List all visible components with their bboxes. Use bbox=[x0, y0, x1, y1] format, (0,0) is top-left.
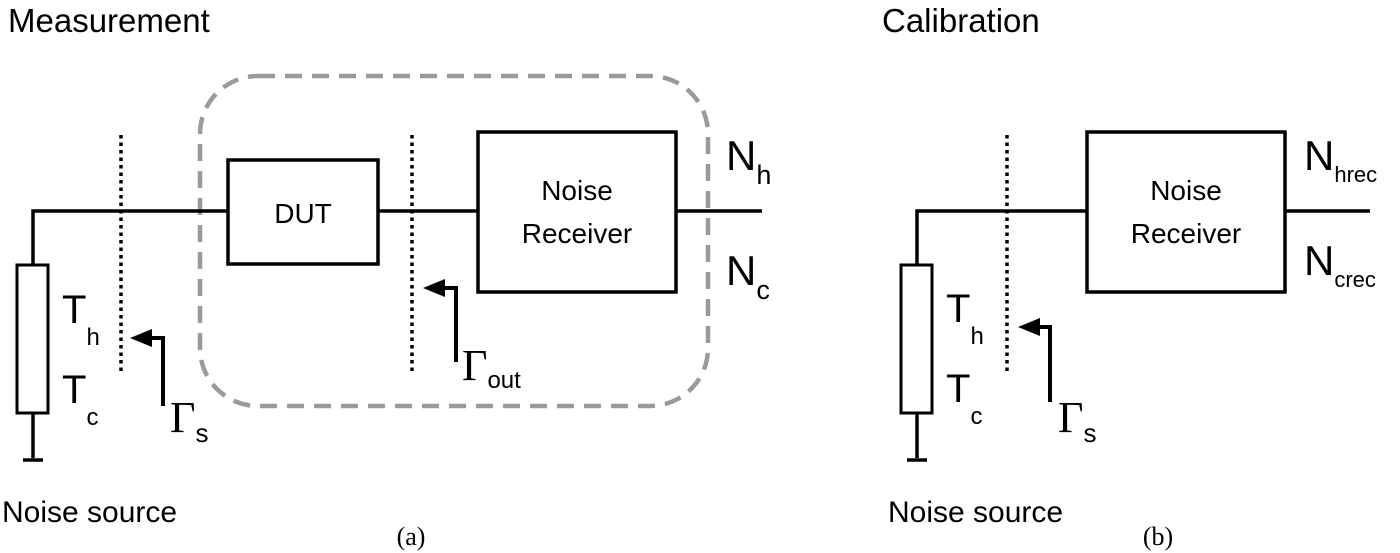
dut-block bbox=[226, 158, 380, 266]
panel-b-title: Calibration bbox=[882, 2, 1040, 39]
panel-a: Measurement DUT Noise Receiver Th Tc Γs … bbox=[2, 2, 771, 551]
noise-receiver-block bbox=[1085, 130, 1287, 294]
gamma-out-label: Γout bbox=[462, 341, 521, 394]
receiver-label-line1: Noise bbox=[1150, 175, 1222, 206]
ncrec-label: Ncrec bbox=[1304, 237, 1376, 292]
tc-label: Tc bbox=[946, 367, 982, 430]
panel-b: Calibration Noise Receiver Th Tc Γs Nhre… bbox=[882, 2, 1377, 551]
th-label: Th bbox=[946, 287, 984, 350]
panel-b-caption: (b) bbox=[1143, 522, 1173, 551]
gamma-s-label: Γs bbox=[1058, 393, 1096, 448]
gamma-s-arrow-line bbox=[146, 336, 165, 406]
gamma-out-arrow-line bbox=[439, 286, 458, 362]
receiver-label-line1: Noise bbox=[541, 175, 613, 206]
gamma-s-label: Γs bbox=[170, 393, 208, 448]
tc-label: Tc bbox=[62, 368, 98, 431]
noise-source-label: Noise source bbox=[888, 496, 1063, 529]
th-label: Th bbox=[62, 288, 100, 351]
noise-source-label: Noise source bbox=[2, 496, 177, 529]
gamma-s-arrowhead bbox=[130, 329, 152, 347]
nh-label: Nh bbox=[726, 132, 771, 190]
nc-label: Nc bbox=[726, 247, 770, 305]
dut-label: DUT bbox=[274, 198, 332, 229]
receiver-label-line2: Receiver bbox=[1131, 218, 1241, 249]
gamma-out-arrowhead bbox=[423, 279, 445, 297]
receiver-label-line2: Receiver bbox=[522, 218, 632, 249]
noise-source-resistor bbox=[15, 263, 50, 415]
gamma-s-arrow-line bbox=[1034, 325, 1052, 402]
panel-a-caption: (a) bbox=[397, 522, 426, 551]
dut-enclosure-outline bbox=[197, 73, 711, 409]
gamma-s-arrowhead bbox=[1018, 318, 1040, 336]
nhrec-label: Nhrec bbox=[1304, 132, 1377, 187]
panel-a-title: Measurement bbox=[8, 2, 210, 39]
noise-source-resistor bbox=[899, 263, 934, 415]
noise-receiver-block bbox=[476, 130, 678, 294]
